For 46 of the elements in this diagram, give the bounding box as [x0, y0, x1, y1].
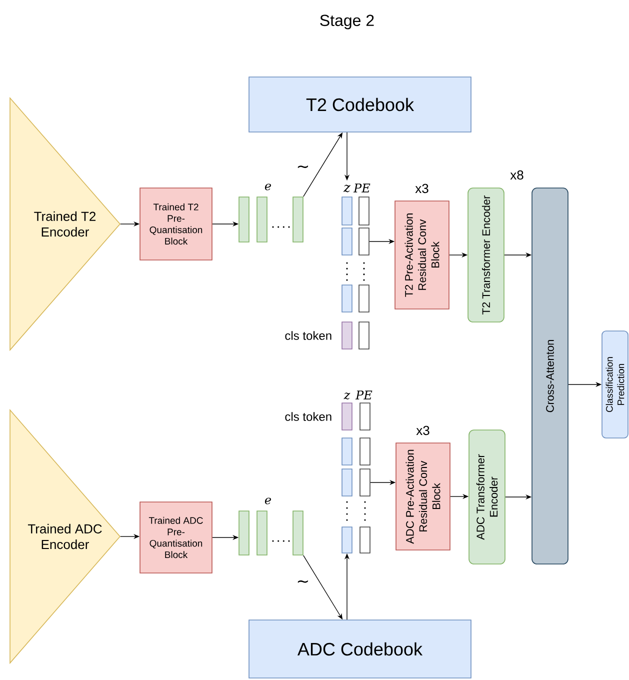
process-box: Trained T2 Pre-Quantisation Block — [140, 188, 212, 260]
token-bar — [292, 196, 304, 242]
symbol-label: e — [264, 184, 271, 190]
edge-label: ∼ — [298, 580, 308, 583]
token-bar — [358, 284, 370, 312]
codebook-box: ADC Codebook — [248, 620, 472, 678]
encoder-box: T2 Transformer Encoder — [468, 188, 504, 322]
output-box: Classification Prediction — [602, 330, 628, 438]
token-bar — [238, 196, 250, 242]
token-label: cls token — [285, 412, 332, 421]
token-bar — [342, 526, 352, 554]
repeat-label: x3 — [415, 184, 428, 194]
encoder-box: ADC Transformer Encoder — [468, 430, 506, 564]
token-bar — [360, 402, 370, 430]
token-bar — [342, 322, 352, 350]
token-bar — [342, 284, 352, 312]
token-bar — [360, 468, 370, 496]
symbol-label: z — [343, 184, 350, 192]
attention-block: Cross-Attenton — [532, 188, 568, 564]
token-bar — [342, 402, 352, 430]
process-box: T2 Pre-Activation Residual Conv Block — [394, 200, 450, 310]
edge-label: ∼ — [298, 165, 308, 168]
symbol-label: PE — [353, 184, 370, 192]
token-bar — [360, 526, 370, 554]
token-bar — [342, 438, 352, 466]
token-bar — [342, 228, 352, 256]
token-bar — [292, 510, 304, 556]
codebook-box: T2 Codebook — [248, 76, 472, 132]
token-bar — [342, 468, 352, 496]
token-bar — [358, 196, 370, 226]
token-bar — [256, 510, 268, 556]
repeat-label: x8 — [510, 170, 524, 180]
process-box: ADC Pre-Activation Residual Conv Block — [396, 442, 450, 550]
title: Stage 2 — [320, 14, 374, 30]
token-label: cls token — [285, 331, 332, 340]
token-bar — [238, 510, 250, 556]
token-bar — [358, 228, 370, 256]
symbol-label: PE — [355, 390, 372, 400]
token-bar — [358, 322, 370, 350]
repeat-label: x3 — [416, 426, 430, 436]
token-bar — [256, 196, 268, 242]
token-bar — [360, 438, 370, 466]
process-box: Trained ADC Pre-Quantisation Block — [140, 502, 212, 574]
symbol-label: z — [344, 392, 350, 400]
symbol-label: e — [264, 498, 271, 504]
token-bar — [342, 196, 352, 226]
